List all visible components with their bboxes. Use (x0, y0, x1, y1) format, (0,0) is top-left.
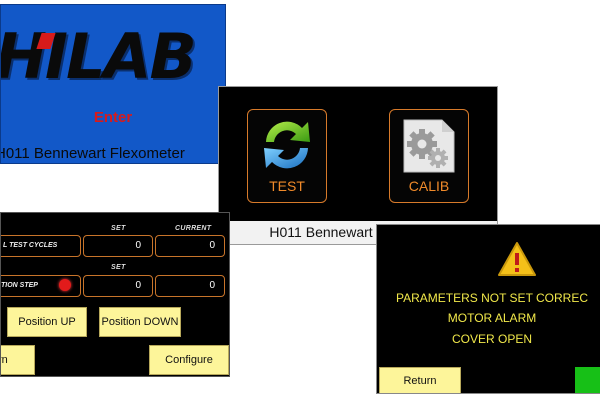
position-step-current-value: 0 (209, 280, 215, 291)
alarm-message-cover: COVER OPEN (451, 332, 532, 346)
warning-icon (498, 242, 536, 276)
position-step-set-value: 0 (135, 280, 141, 291)
hilab-logo: HILAB (0, 20, 197, 93)
configure-button[interactable]: Configure (149, 345, 229, 375)
position-step-set-box (83, 275, 153, 297)
test-cycles-set-box (83, 235, 153, 257)
test-cycles-label: L TEST CYCLES (3, 242, 58, 249)
splash-screen: HILAB Enter H011 Bennewart Flexometer (0, 4, 226, 164)
col-set-header: SET (111, 225, 126, 232)
col-set-header-2: SET (111, 264, 126, 271)
splash-device-name: H011 Bennewart Flexometer (0, 145, 185, 162)
test-status-screen: SET CURRENT L TEST CYCLES 0 0 SET TION S… (0, 212, 230, 377)
test-button[interactable]: TEST (247, 109, 327, 203)
gears-icon (403, 119, 455, 173)
calib-button[interactable]: CALIB (389, 109, 469, 203)
test-cycles-label-box (1, 235, 81, 257)
alarm-message-parameters: PARAMETERS NOT SET CORREC (395, 291, 589, 305)
return-button[interactable]: rn (1, 345, 35, 375)
test-label: TEST (269, 178, 305, 194)
test-cycles-current-value: 0 (209, 240, 215, 251)
alarm-message-motor: MOTOR ALARM (447, 311, 537, 325)
test-cycles-set-value: 0 (135, 240, 141, 251)
col-current-header: CURRENT (175, 225, 212, 232)
alarm-screen: PARAMETERS NOT SET CORREC MOTOR ALARM CO… (376, 224, 600, 394)
main-menu-screen: TEST CALIB H011 Bennewart F (218, 86, 498, 245)
position-down-button[interactable]: Position DOWN (99, 307, 181, 337)
position-step-current-box (155, 275, 225, 297)
test-cycles-current-box (155, 235, 225, 257)
calib-label: CALIB (408, 178, 450, 194)
position-step-led (59, 279, 71, 291)
refresh-arrows-icon (264, 121, 310, 169)
alarm-return-button[interactable]: Return (379, 367, 461, 393)
green-indicator (575, 367, 600, 393)
position-up-button[interactable]: Position UP (7, 307, 87, 337)
enter-button[interactable]: Enter (93, 109, 133, 126)
position-step-label: TION STEP (1, 282, 38, 289)
